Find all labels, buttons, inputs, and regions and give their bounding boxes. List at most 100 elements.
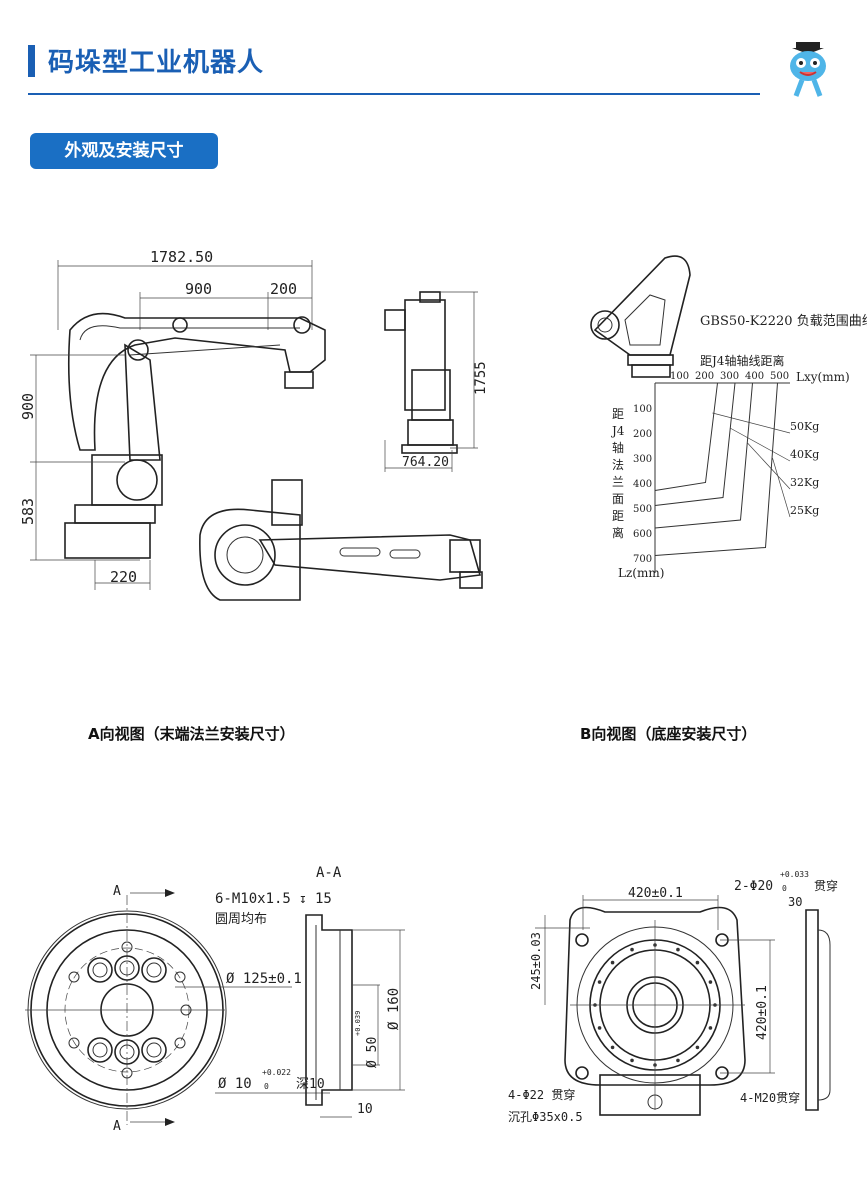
y-title-char: 距 [612,407,624,421]
through-label: 贯穿 [814,878,838,893]
mascot-logo [790,42,826,97]
depth-symbol: ↧ [299,892,307,907]
bore-tolerance: +0.039 [354,1011,362,1036]
thread-hole [114,955,140,981]
dim-total-length: 1782.50 [150,248,213,266]
pin-tolerance-low: 0 [264,1082,269,1091]
dim-front-width: 764.20 [402,455,449,470]
bolt-hole [630,1058,634,1063]
dim-front-height: 1755 [473,361,489,395]
title-accent-bar [28,45,35,77]
counterbore-spec: 沉孔Φ35x0.5 [508,1110,583,1124]
load-chart-x-unit: Lxy(mm) [796,370,850,384]
bolt-hole [610,1045,615,1050]
y-tick-label: 700 [633,554,652,565]
y-tick-label: 500 [633,504,652,515]
bolt-hole [695,960,700,965]
leader-line [729,427,791,462]
bolt-hole [708,1026,713,1030]
thread-hole [87,957,113,983]
thread-spec: 6-M10x1.5 [215,891,291,907]
y-title-char: 兰 [612,475,624,489]
load-chart-y-unit: Lz(mm) [618,566,664,580]
pin-hole [174,1037,186,1049]
front-view-drawing: 1755 764.20 [384,291,489,472]
mount-hole [575,933,589,947]
header-divider [28,93,760,95]
series-label: 32Kg [790,476,819,489]
load-curve-25Kg [654,382,778,556]
outer-diameter: Ø 160 [386,988,402,1030]
pin-hole [68,971,80,983]
section-view-label: A-A [316,865,342,881]
thread-hole [141,1037,167,1063]
section-marker-bottom: A [113,1119,121,1134]
dim-height-583: 583 [19,498,37,525]
thread-hole-inner [119,1044,135,1060]
dim-arm-200: 200 [270,280,297,298]
bolt-hole [597,1026,602,1030]
dim-arm-900: 900 [185,280,212,298]
y-title-char: 法 [612,458,624,472]
load-chart: GBS50-K2220 负载范围曲线图 距J4轴轴线距离 Lxy(mm) Lz(… [590,255,867,580]
y-title-char: J4 [610,424,625,438]
pin-hole [121,1067,133,1079]
base-height-dim: 420±0.1 [755,985,770,1040]
bolt-hole [695,1045,700,1050]
y-tick-label: 300 [633,454,652,465]
thread-hole-inner [119,960,135,976]
side-view-drawing: 1782.50 900 200 900 583 220 [19,248,326,590]
thread-hole [114,1039,140,1065]
y-title-char: 面 [612,492,624,506]
view-a-drawing: A A 6-M10x1.5 ↧ 15 圆周均布 Ø 125±0.1 Ø 10 +… [25,865,405,1134]
pin-hole [174,971,186,983]
thread-hole-inner [92,1042,108,1058]
series-label: 40Kg [790,448,819,461]
thread-hole [141,957,167,983]
x-tick-label: 400 [745,371,764,382]
flange-thickness: 10 [357,1102,373,1117]
pin-tolerance: +0.022 [262,1068,291,1077]
threads-spec: 4-M20贯穿 [740,1090,800,1105]
bolt-hole [630,947,634,952]
pin-holes-tol-low: 0 [782,884,787,893]
bolt-hole [597,980,602,984]
pin-dim: Ø 10 [218,1076,252,1092]
top-view-drawing [199,479,483,601]
pcd-dim: Ø 125±0.1 [226,971,302,987]
y-tick-label: 200 [633,429,652,440]
mount-hole [575,1066,589,1080]
pin-holes-tol: +0.033 [780,870,809,879]
plate-thickness: 30 [788,895,802,909]
offset-dim: 245±0.03 [529,932,543,990]
pin-hole [68,1037,80,1049]
pin-hole [121,941,133,953]
leader-line [747,442,791,490]
bolt-hole [708,980,713,984]
pin-depth: 深10 [296,1077,325,1092]
x-tick-label: 500 [770,371,789,382]
dim-base-220: 220 [110,568,137,586]
pin-holes: 2-Φ20 [734,879,773,894]
y-title-char: 离 [612,525,624,540]
x-tick-label: 300 [720,371,739,382]
thread-hole [87,1037,113,1063]
thread-hole-inner [92,962,108,978]
series-label: 25Kg [790,504,819,517]
bolt-hole [610,960,615,965]
thread-note: 圆周均布 [215,912,267,927]
view-a-caption: A向视图（末端法兰安装尺寸） [88,725,295,743]
y-title-char: 轴 [612,440,624,455]
view-b-caption: B向视图（底座安装尺寸） [580,725,757,743]
y-tick-label: 400 [633,479,652,490]
load-chart-title: GBS50-K2220 负载范围曲线图 [700,314,867,329]
section-label: 外观及安装尺寸 [30,133,218,169]
load-chart-x-title: 距J4轴轴线距离 [700,353,784,368]
bolt-hole [676,947,680,952]
y-tick-label: 100 [633,404,652,415]
load-curve-40Kg [654,382,736,506]
base-width-dim: 420±0.1 [628,886,683,901]
bolt-hole [676,1058,680,1063]
x-tick-label: 100 [670,371,689,382]
